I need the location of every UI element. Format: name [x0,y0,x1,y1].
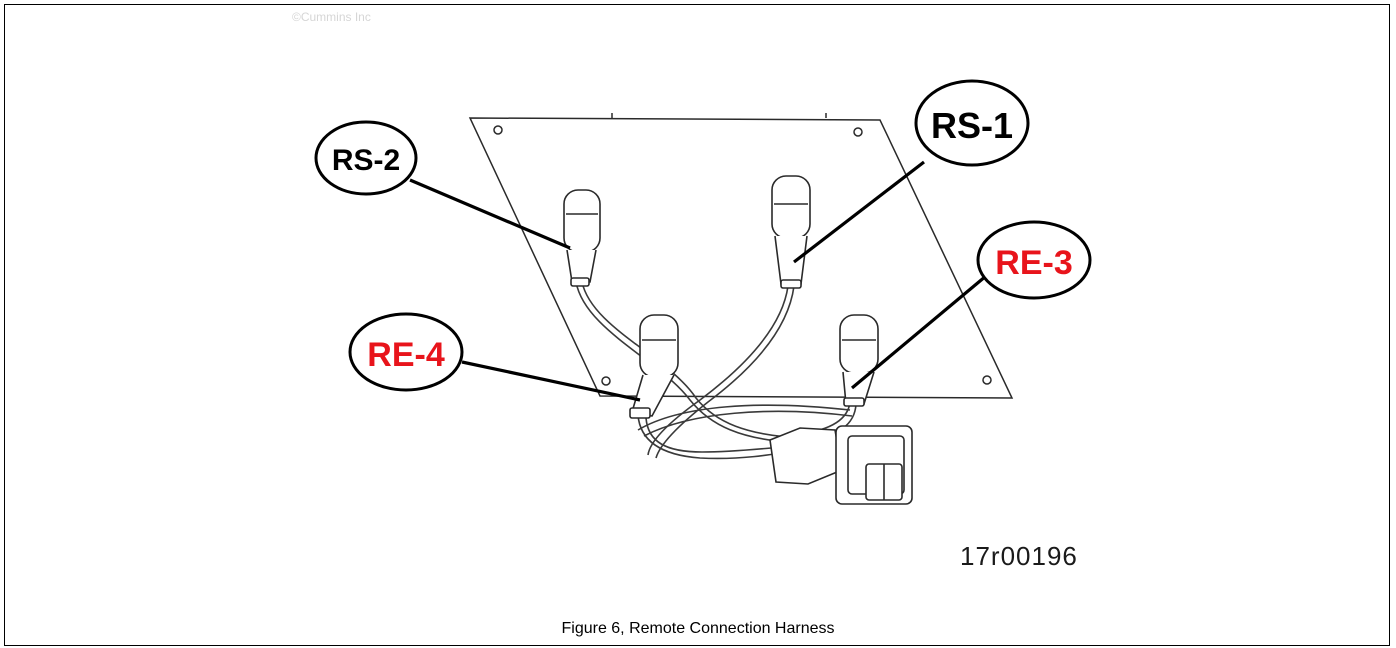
callout-re3: RE-3 [976,220,1092,300]
copyright-watermark: ©Cummins Inc [292,10,371,24]
callout-re3-label: RE-3 [995,244,1072,282]
connector-rs2 [563,189,601,287]
figure-caption: Figure 6, Remote Connection Harness [561,620,835,637]
callout-rs1: RS-1 [914,79,1030,167]
connector-re4 [629,314,679,419]
callout-rs2-label: RS-2 [332,144,400,177]
leader-lines [409,160,988,402]
harness-main-plug [769,425,913,505]
callout-rs2: RS-2 [314,120,418,196]
figure-frame [4,4,1390,646]
callout-re4-label: RE-4 [367,336,445,374]
mounting-plate [468,113,1014,399]
figure-number: 17r00196 [960,541,1078,571]
callout-re4: RE-4 [348,312,464,392]
harness-wires [575,281,857,460]
connector-rs1 [771,175,811,289]
callout-rs1-label: RS-1 [931,105,1013,146]
connector-re3 [839,314,879,407]
